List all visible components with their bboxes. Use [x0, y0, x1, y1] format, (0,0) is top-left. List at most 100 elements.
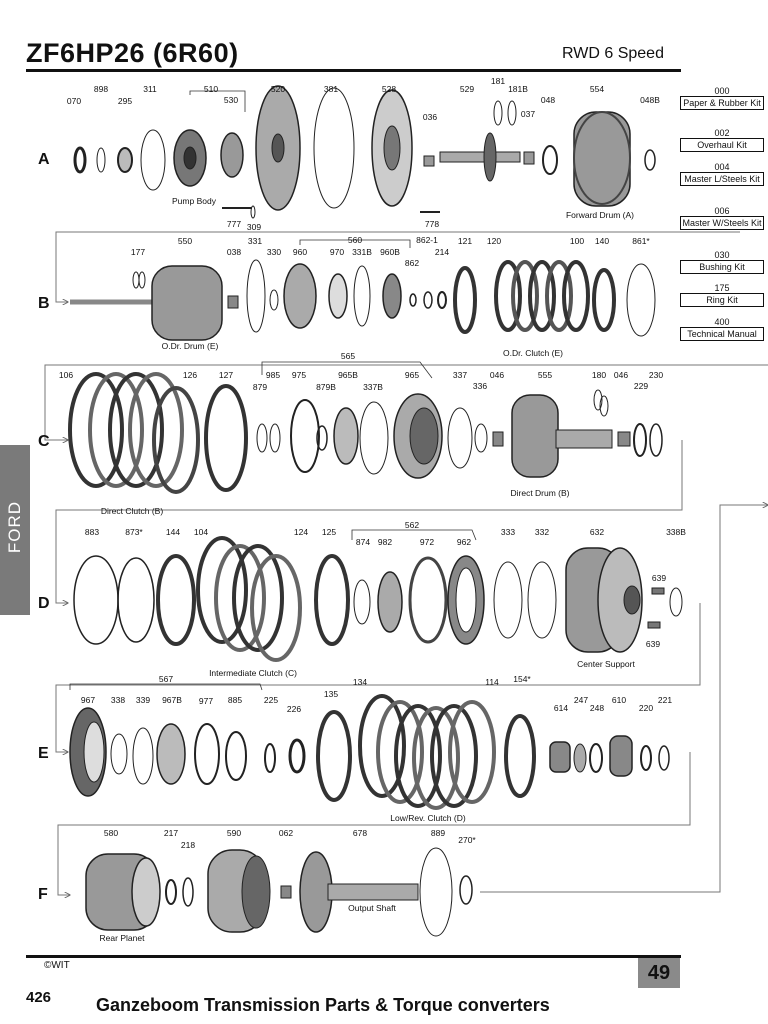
part-label: 777: [227, 219, 241, 229]
kit-code: 000: [714, 86, 730, 96]
part-label: 550: [178, 236, 192, 246]
part-label: 181B: [508, 84, 528, 94]
company-name: Ganzeboom Transmission Parts & Torque co…: [96, 995, 550, 1015]
part-label: 331: [248, 236, 262, 246]
row-d-parts: [73, 536, 683, 662]
part-label: 555: [538, 370, 552, 380]
part-label: 295: [118, 96, 132, 106]
part-label: 614: [554, 703, 568, 713]
part-label: 960B: [380, 247, 400, 257]
part-label: 529: [460, 84, 474, 94]
part-label: 381: [324, 84, 338, 94]
page-number: 49: [638, 958, 680, 988]
part-label: 311: [143, 84, 157, 94]
part-label: 230: [649, 370, 663, 380]
part-label: 120: [487, 236, 501, 246]
kit-name: Overhaul Kit: [680, 138, 764, 152]
part-label: 248: [590, 703, 604, 713]
page-subtitle: RWD 6 Speed: [562, 45, 664, 62]
footer-rule: [26, 955, 681, 958]
part-label: 226: [287, 704, 301, 714]
kit-item: 030 Bushing Kit: [680, 250, 764, 274]
part-label: 220: [639, 703, 653, 713]
part-label: 036: [423, 112, 437, 122]
row-letter-d: D: [38, 595, 50, 612]
kit-item: 175 Ring Kit: [680, 283, 764, 307]
part-label: 898: [94, 84, 108, 94]
part-label: 331B: [352, 247, 372, 257]
kit-name: Ring Kit: [680, 293, 764, 307]
part-label: 336: [473, 381, 487, 391]
caption-center-support: Center Support: [577, 659, 635, 669]
part-label: 270*: [458, 835, 476, 845]
kit-code: 006: [714, 206, 730, 216]
part-label: 639: [646, 639, 660, 649]
part-label: 560: [348, 235, 362, 245]
caption-output-shaft: Output Shaft: [348, 903, 396, 913]
part-label: 967B: [162, 695, 182, 705]
part-label: 965B: [338, 370, 358, 380]
part-labels: 070 898 295 311 510 530 520 381 528 036 …: [59, 76, 686, 850]
part-label: 528: [382, 84, 396, 94]
caption-direct-clutch: Direct Clutch (B): [101, 506, 164, 516]
part-label: 126: [183, 370, 197, 380]
part-label: 330: [267, 247, 281, 257]
part-label: 127: [219, 370, 233, 380]
part-label: 970: [330, 247, 344, 257]
part-label: 100: [570, 236, 584, 246]
kit-item: 006 Master W/Steels Kit: [680, 206, 764, 230]
part-label: 070: [67, 96, 81, 106]
caption-odr-clutch: O.Dr. Clutch (E): [503, 348, 563, 358]
part-label: 229: [634, 381, 648, 391]
part-label: 562: [405, 520, 419, 530]
brand-side-tab-label: FORD: [5, 500, 24, 554]
copyright-text: ©WIT: [44, 960, 70, 971]
part-label: 985: [266, 370, 280, 380]
part-label: 975: [292, 370, 306, 380]
part-label: 889: [431, 828, 445, 838]
kit-name: Technical Manual: [680, 327, 764, 341]
part-label: 337B: [363, 382, 383, 392]
assembly-captions: Pump Body Forward Drum (A) O.Dr. Drum (E…: [100, 196, 636, 943]
part-label: 965: [405, 370, 419, 380]
part-label: 125: [322, 527, 336, 537]
caption-intermediate-clutch: Intermediate Clutch (C): [209, 668, 297, 678]
part-label: 639: [652, 573, 666, 583]
row-b-parts: [70, 259, 656, 341]
part-label: 339: [136, 695, 150, 705]
part-label: 972: [420, 537, 434, 547]
part-label: 879: [253, 382, 267, 392]
row-letter-c: C: [38, 433, 50, 450]
part-label: 332: [535, 527, 549, 537]
catalog-number: 426: [26, 989, 52, 1006]
part-label: 862: [405, 258, 419, 268]
kit-name: Paper & Rubber Kit: [680, 96, 764, 110]
part-label: 861*: [632, 236, 650, 246]
caption-forward-drum: Forward Drum (A): [566, 210, 634, 220]
part-label: 873*: [125, 527, 143, 537]
row-letter-f: F: [38, 886, 48, 903]
part-label: 046: [490, 370, 504, 380]
part-label: 982: [378, 537, 392, 547]
kit-code: 002: [714, 128, 730, 138]
part-label: 140: [595, 236, 609, 246]
part-label: 247: [574, 695, 588, 705]
row-f-parts: [85, 847, 473, 937]
row-a-parts: [73, 85, 656, 219]
part-label: 883: [85, 527, 99, 537]
part-label: 590: [227, 828, 241, 838]
part-label: 114: [485, 677, 499, 687]
brand-side-tab: FORD: [0, 445, 30, 615]
caption-pump-body: Pump Body: [172, 196, 217, 206]
part-label: 181: [491, 76, 505, 86]
caption-odr-drum: O.Dr. Drum (E): [162, 341, 219, 351]
part-label: 565: [341, 351, 355, 361]
part-label: 144: [166, 527, 180, 537]
part-label: 046: [614, 370, 628, 380]
part-label: 218: [181, 840, 195, 850]
part-label: 962: [457, 537, 471, 547]
kit-code: 030: [714, 250, 730, 260]
part-label: 104: [194, 527, 208, 537]
kit-item: 400 Technical Manual: [680, 317, 764, 341]
